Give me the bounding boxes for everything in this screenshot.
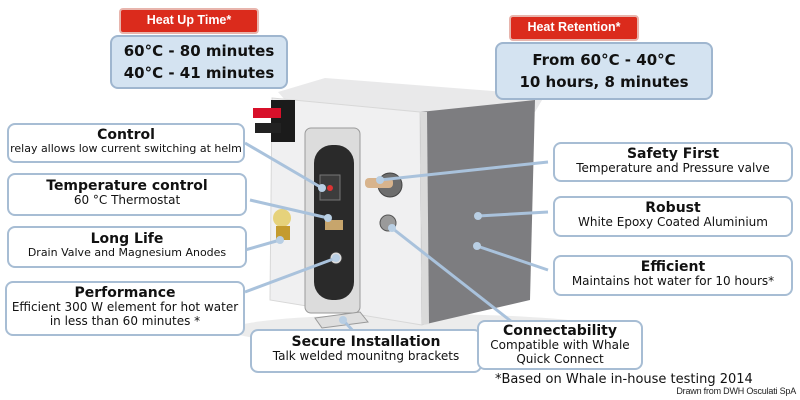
relay-red-terminal	[253, 108, 281, 118]
heat-retention-callout: From 60°C - 40°C 10 hours, 8 minutes	[495, 42, 713, 100]
leader-dot-safety	[376, 176, 384, 184]
callout-desc: Drain Valve and Magnesium Anodes	[27, 246, 227, 260]
callout-title: Secure Installation	[291, 334, 441, 350]
image-credit: Drawn from DWH Osculati SpA	[676, 386, 796, 396]
callout-desc: White Epoxy Coated Aluminium	[578, 215, 768, 230]
heat-retention-tag: Heat Retention*	[509, 15, 639, 41]
callout-secure-installation: Secure Installation Talk welded mounitng…	[250, 329, 482, 373]
callout-efficient: Efficient Maintains hot water for 10 hou…	[553, 255, 793, 296]
leader-control	[244, 141, 323, 190]
heat-up-line-1: 60°C - 80 minutes	[123, 42, 275, 60]
callout-desc: Compatible with Whale Quick Connect	[490, 338, 630, 366]
callout-desc: Temperature and Pressure valve	[576, 161, 770, 176]
heat-retention-line-2: 10 hours, 8 minutes	[519, 72, 689, 91]
leader-lines	[244, 141, 549, 335]
leader-safety	[379, 160, 549, 182]
leader-dot-connectability	[388, 224, 396, 232]
leader-dot-robust	[474, 212, 482, 220]
leader-connectability	[391, 226, 513, 324]
callout-desc: 60 °C Thermostat	[73, 193, 181, 208]
callout-title: Safety First	[626, 146, 720, 162]
callout-safety-first: Safety First Temperature and Pressure va…	[553, 142, 793, 182]
drain-valve	[273, 209, 291, 227]
heat-retention-line-1: From 60°C - 40°C	[532, 51, 676, 69]
callout-long-life: Long Life Drain Valve and Magnesium Anod…	[7, 226, 247, 268]
callout-robust: Robust White Epoxy Coated Aluminium	[553, 196, 793, 237]
callout-title: Efficient	[640, 259, 706, 275]
callout-title: Performance	[74, 285, 176, 301]
leader-temperature	[249, 198, 329, 220]
leader-dot-performance	[332, 254, 340, 262]
relay-connector	[271, 100, 295, 142]
callout-desc: Efficient 300 W element for hot water in…	[11, 300, 239, 328]
relay-black-terminal	[255, 123, 281, 133]
callout-title: Connectability	[503, 323, 617, 339]
callout-title: Robust	[645, 200, 701, 216]
heat-up-time-callout: 60°C - 80 minutes 40°C - 41 minutes	[110, 35, 288, 89]
leader-longlife	[244, 238, 281, 252]
leader-dot-temperature	[324, 214, 332, 222]
callout-desc: Maintains hot water for 10 hours*	[571, 274, 775, 289]
leader-performance	[244, 256, 337, 294]
callout-title: Temperature control	[46, 178, 208, 194]
leader-efficient	[476, 244, 549, 272]
callout-temperature-control: Temperature control 60 °C Thermostat	[7, 173, 247, 216]
heat-up-time-tag: Heat Up Time*	[119, 8, 259, 34]
callout-performance: Performance Efficient 300 W element for …	[5, 281, 245, 336]
heat-up-line-2: 40°C - 41 minutes	[123, 63, 275, 82]
callout-control: Control relay allows low current switchi…	[7, 123, 245, 163]
callout-desc: Talk welded mounitng brackets	[272, 349, 460, 364]
testing-footnote: *Based on Whale in-house testing 2014	[495, 372, 753, 387]
heater-edge	[420, 112, 429, 325]
leader-dot-efficient	[473, 242, 481, 250]
element-fitting	[325, 220, 343, 230]
leader-dot-control	[318, 184, 326, 192]
heater-top-face	[278, 78, 545, 112]
leader-robust	[477, 210, 549, 218]
thermostat-button	[327, 185, 333, 191]
leader-dot-installation	[339, 316, 347, 324]
callout-connectability: Connectability Compatible with Whale Qui…	[477, 320, 643, 370]
callout-title: Long Life	[90, 231, 164, 247]
leader-dot-longlife	[276, 236, 284, 244]
callout-title: Control	[97, 127, 155, 143]
callout-desc: relay allows low current switching at he…	[10, 142, 242, 156]
